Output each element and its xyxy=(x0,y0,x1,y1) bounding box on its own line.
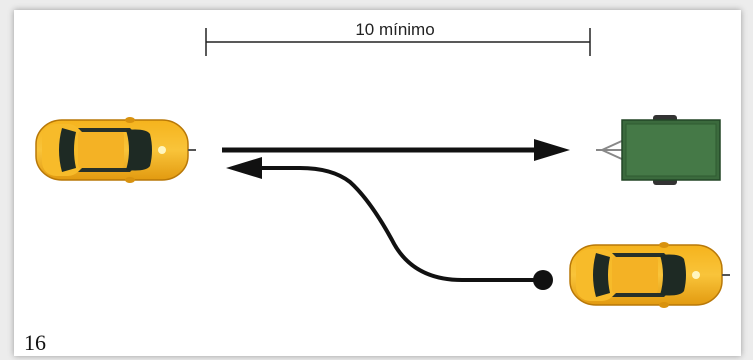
measurement-label: 10 mínimo xyxy=(355,20,435,39)
reverse-path xyxy=(226,157,553,290)
car-start xyxy=(35,116,197,184)
car-parked xyxy=(569,241,731,309)
figure-number: 16 xyxy=(24,330,46,355)
trailer xyxy=(596,115,721,185)
measurement-bracket xyxy=(205,28,591,56)
forward-arrow xyxy=(222,139,570,161)
